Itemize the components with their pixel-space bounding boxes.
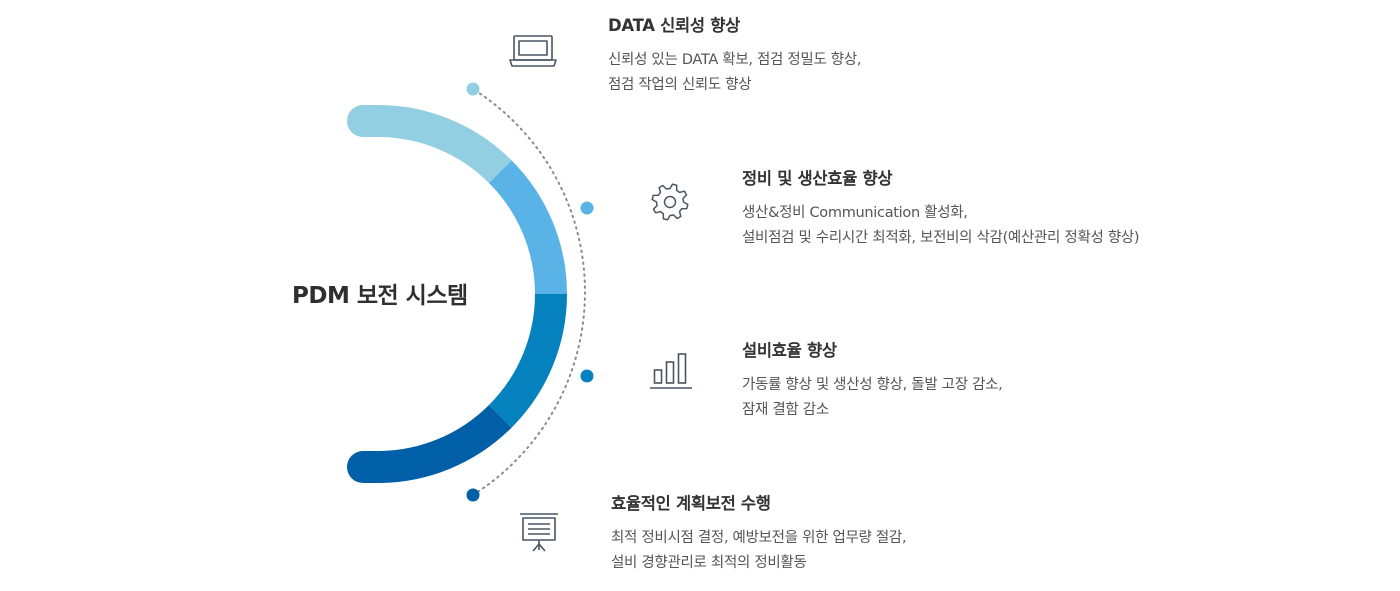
description-line: 신뢰성 있는 DATA 확보, 점검 정밀도 향상, — [608, 52, 862, 68]
item-description: 신뢰성 있는 DATA 확보, 점검 정밀도 향상, 점검 작업의 신뢰도 향상 — [608, 48, 861, 98]
laptop-icon — [509, 35, 557, 67]
marker-dot-4 — [466, 488, 480, 502]
ring-segment-3 — [488, 293, 567, 428]
marker-dot-2 — [580, 201, 594, 215]
description-line: 최적 정비시점 결정, 예방보전을 위한 업무량 절감, — [611, 530, 907, 546]
item-description: 가동률 향상 및 생산성 향상, 돌발 고장 감소, 잠재 결함 감소 — [742, 373, 1003, 423]
description-line: 잠재 결함 감소 — [742, 402, 829, 418]
item-title: 효율적인 계획보전 수행 — [611, 494, 771, 513]
gear-icon — [651, 183, 689, 221]
item-title: 정비 및 생산효율 향상 — [742, 169, 893, 188]
ring-segment-2 — [488, 160, 567, 295]
item-title: 설비효율 향상 — [742, 341, 837, 360]
item-description: 생산&정비 Communication 활성화, 설비점검 및 수리시간 최적화… — [742, 201, 1140, 251]
item-equipment-efficiency: 설비효율 향상 가동률 향상 및 생산성 향상, 돌발 고장 감소, 잠재 결함… — [742, 337, 1003, 423]
item-data-reliability: DATA 신뢰성 향상 신뢰성 있는 DATA 확보, 점검 정밀도 향상, 점… — [608, 12, 861, 98]
description-line: 설비점검 및 수리시간 최적화, 보전비의 삭감(예산관리 정확성 향상) — [742, 230, 1140, 246]
ring-segment-1 — [363, 105, 512, 184]
ring-segment-4 — [363, 404, 512, 483]
item-planned-maintenance: 효율적인 계획보전 수행 최적 정비시점 결정, 예방보전을 위한 업무량 절감… — [611, 490, 907, 576]
marker-dot-1 — [466, 82, 480, 96]
dotted-arc — [472, 88, 586, 496]
description-line: 생산&정비 Communication 활성화, — [742, 205, 968, 221]
item-title: DATA 신뢰성 향상 — [608, 16, 741, 35]
item-maintenance-efficiency: 정비 및 생산효율 향상 생산&정비 Communication 활성화, 설비… — [742, 165, 1140, 251]
description-line: 가동률 향상 및 생산성 향상, 돌발 고장 감소, — [742, 377, 1003, 393]
ring-cap-top — [347, 105, 379, 137]
ring-cap-bottom — [347, 451, 379, 483]
presentation-board-icon — [520, 513, 558, 552]
description-line: 설비 경향관리로 최적의 정비활동 — [611, 555, 807, 571]
description-line: 점검 작업의 신뢰도 향상 — [608, 77, 752, 93]
bar-chart-icon — [650, 353, 692, 389]
center-title: PDM 보전 시스템 — [292, 283, 468, 309]
item-description: 최적 정비시점 결정, 예방보전을 위한 업무량 절감, 설비 경향관리로 최적… — [611, 526, 907, 576]
marker-dot-3 — [580, 369, 594, 383]
